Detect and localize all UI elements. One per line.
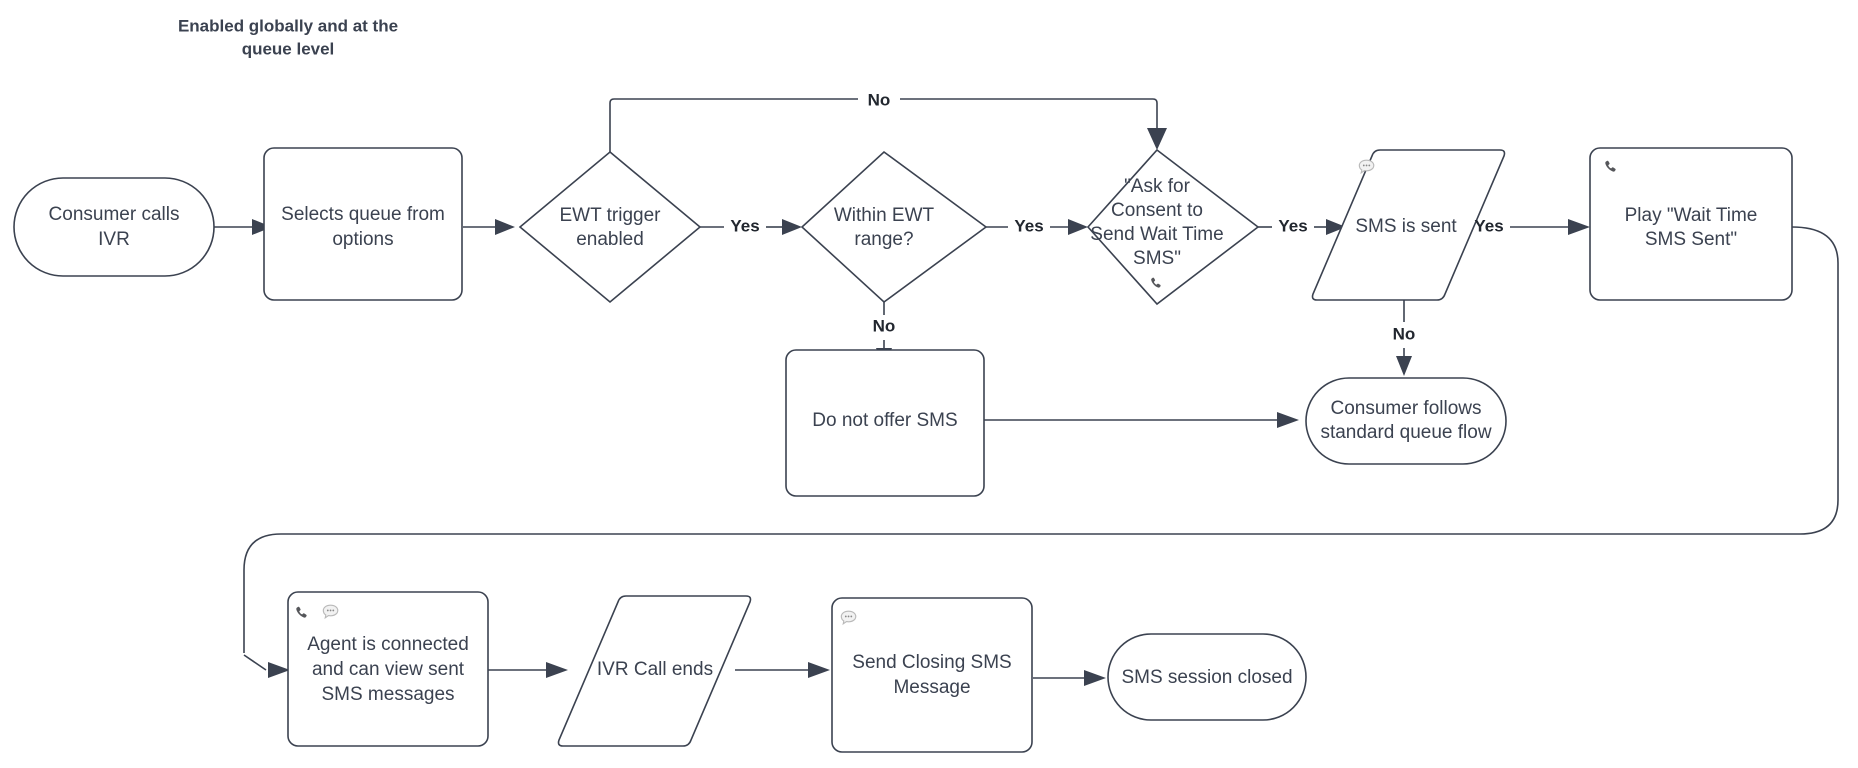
node-ivr-call-ends-line1: IVR Call ends (597, 659, 713, 680)
node-play-wait-time-line1: Play "Wait Time (1625, 205, 1758, 226)
node-sms-is-sent-line1: SMS is sent (1355, 216, 1457, 237)
node-agent-is-connected-line1: Agent is connected (307, 634, 469, 655)
message-bubble-icon (1358, 159, 1375, 175)
connectors (182, 98, 1839, 686)
edge-label-no-ewt-trigger: No (868, 90, 891, 109)
node-do-not-offer-sms-line1: Do not offer SMS (812, 410, 957, 431)
node-selects-queue-line2: options (332, 229, 393, 250)
edge-ewt-no-to-consent (609, 98, 1167, 152)
edge-labels: No Yes Yes No Yes Yes No (730, 90, 1503, 343)
node-send-closing-line2: Message (893, 677, 970, 698)
node-agent-is-connected-line2: and can view sent (312, 659, 465, 680)
node-ask-for-consent-line4: SMS" (1133, 248, 1181, 269)
node-agent-is-connected[interactable]: Agent is connected and can view sent SMS… (287, 591, 489, 747)
edge-label-yes-consent: Yes (1278, 216, 1307, 235)
node-ask-for-consent[interactable]: "Ask for Consent to Send Wait Time SMS" (1086, 148, 1260, 306)
node-agent-is-connected-line3: SMS messages (321, 684, 454, 705)
node-sms-is-sent[interactable]: SMS is sent (1311, 149, 1506, 301)
node-selects-queue-line1: Selects queue from (281, 204, 445, 225)
node-ivr-call-ends[interactable]: IVR Call ends (557, 595, 752, 747)
node-play-wait-time-sms-sent[interactable]: Play "Wait Time SMS Sent" (1589, 147, 1793, 301)
diagram-title-line2: queue level (242, 39, 335, 58)
edge-within-yes-to-consent (986, 219, 1088, 235)
node-ask-for-consent-line1: "Ask for (1124, 176, 1191, 197)
message-bubble-icon (840, 610, 857, 626)
node-within-ewt-range-line1: Within EWT (834, 205, 935, 226)
node-send-closing-line1: Send Closing SMS (852, 652, 1011, 673)
edge-agentconnected-to-ivrcallends (488, 662, 568, 678)
node-send-closing-sms-message[interactable]: Send Closing SMS Message (831, 597, 1033, 753)
phone-icon (1605, 160, 1616, 172)
edge-sendclosing-to-sessionclosed (1033, 670, 1106, 686)
edge-smssent-no-to-consumerfollows (1396, 300, 1412, 376)
node-within-ewt-range-line2: range? (854, 229, 913, 250)
node-consumer-calls-ivr-line2: IVR (98, 229, 130, 250)
message-bubble-icon (322, 604, 339, 620)
node-ewt-trigger-enabled-line2: enabled (576, 229, 644, 250)
phone-icon (296, 606, 307, 618)
node-ask-for-consent-line3: Send Wait Time (1090, 224, 1223, 245)
edge-label-yes-within-range: Yes (1014, 216, 1043, 235)
node-selects-queue[interactable]: Selects queue from options (263, 147, 463, 301)
edge-ewt-yes-to-within (700, 219, 802, 235)
node-sms-session-closed-line1: SMS session closed (1121, 667, 1292, 688)
edge-playwaittime-to-agentconnected (243, 226, 1839, 671)
node-consumer-follows-standard-queue-flow[interactable]: Consumer follows standard queue flow (1305, 377, 1507, 465)
edge-selects-to-ewt (463, 219, 515, 235)
diagram-title: Enabled globally and at the queue level (178, 16, 398, 58)
node-consumer-follows-line1: Consumer follows (1331, 398, 1482, 419)
diagram-title-line1: Enabled globally and at the (178, 16, 398, 35)
node-play-wait-time-line2: SMS Sent" (1645, 229, 1737, 250)
edge-label-no-sms-sent: No (1393, 324, 1416, 343)
node-ask-for-consent-line2: Consent to (1111, 200, 1203, 221)
edge-consent-yes-to-smssent (1258, 219, 1346, 235)
edge-label-yes-ewt-trigger: Yes (730, 216, 759, 235)
edge-ivrcallends-to-sendclosing (735, 662, 830, 678)
node-sms-session-closed[interactable]: SMS session closed (1107, 633, 1307, 721)
node-consumer-calls-ivr-line1: Consumer calls (49, 204, 180, 225)
edge-label-no-within-range: No (873, 316, 896, 335)
node-consumer-calls-ivr[interactable]: Consumer calls IVR (13, 177, 215, 277)
edge-playwaittime-return-arrow (268, 662, 290, 678)
phone-icon (1151, 277, 1161, 288)
node-within-ewt-range[interactable]: Within EWT range? (800, 150, 988, 304)
edge-donotoffer-to-consumerfollows (984, 412, 1299, 428)
node-ewt-trigger-enabled[interactable]: EWT trigger enabled (518, 150, 702, 304)
node-ewt-trigger-enabled-line1: EWT trigger (559, 205, 661, 226)
node-consumer-follows-line2: standard queue flow (1320, 422, 1491, 443)
node-do-not-offer-sms[interactable]: Do not offer SMS (785, 349, 985, 497)
edge-label-yes-sms-sent: Yes (1474, 216, 1503, 235)
